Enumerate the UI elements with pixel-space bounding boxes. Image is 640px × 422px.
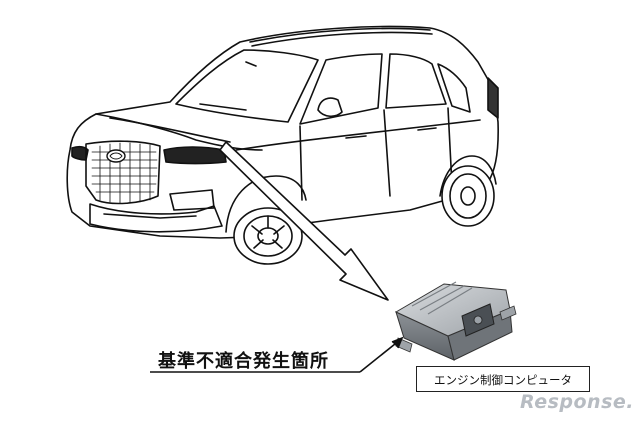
- watermark-logo: Response.: [520, 391, 634, 413]
- pointer-arrow: [219, 141, 389, 301]
- defect-location-label: 基準不適合発生箇所: [158, 351, 329, 372]
- ecu-illustration: [394, 281, 517, 361]
- component-name-box: エンジン制御コンピュータ: [416, 366, 590, 392]
- car-illustration: [66, 25, 499, 265]
- label-leader: [150, 336, 404, 373]
